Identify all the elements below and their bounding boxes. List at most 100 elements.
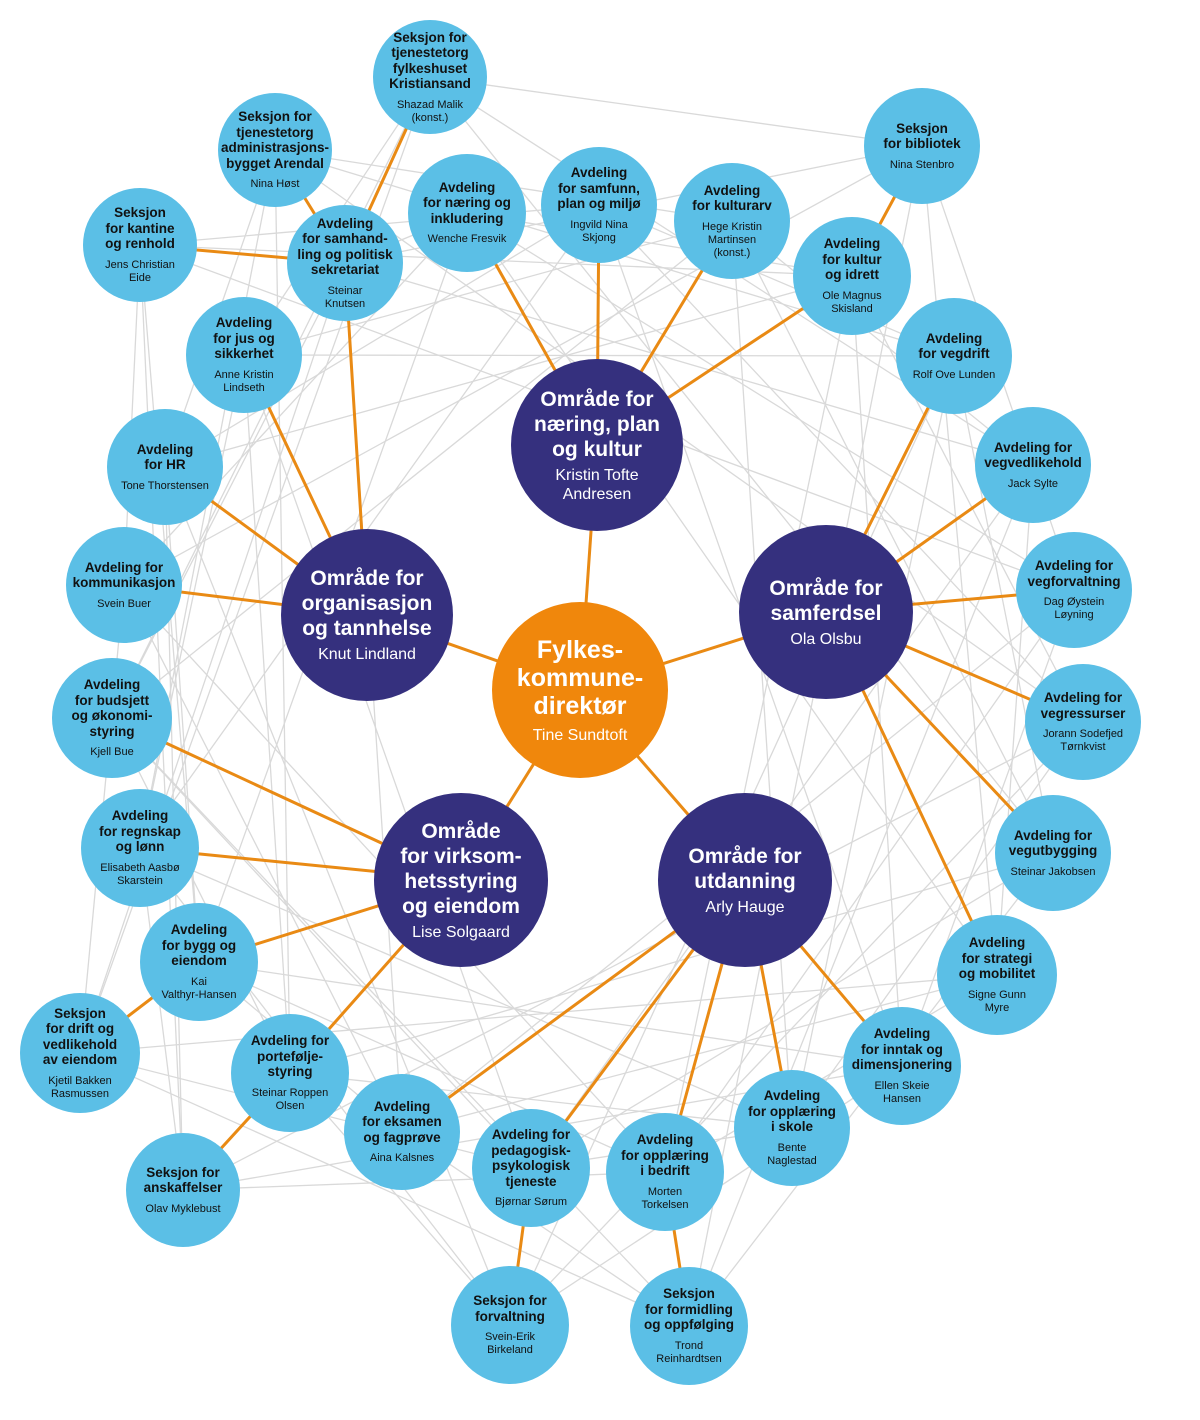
- unit-title: Seksjon for tjenestetorg administrasjons…: [220, 109, 330, 171]
- leader-name: Svein-Erik Birkeland: [484, 1331, 536, 1356]
- mesh-line: [164, 466, 511, 1326]
- leader-name: Dag Øystein Løyning: [1043, 596, 1105, 621]
- leader-name: Kjetil Bakken Rasmussen: [48, 1074, 112, 1100]
- mesh-line: [111, 262, 346, 719]
- leader-name: Ola Olsbu: [790, 630, 862, 648]
- leader-name: Steinar Knutsen: [324, 284, 366, 310]
- unit-title: Område for samferdsel: [769, 576, 883, 625]
- unit-title: Avdeling for vegvedlikehold: [984, 439, 1082, 471]
- leader-name: Nina Stenbro: [889, 158, 955, 171]
- leader-name: Bjørnar Sørum: [494, 1196, 568, 1208]
- unit-title: Område for utdanning: [688, 844, 802, 893]
- unit-title: Område for næring, plan og kultur: [534, 387, 660, 461]
- leader-name: Tone Thorstensen: [121, 479, 209, 492]
- leader-name: Ingvild Nina Skjong: [570, 218, 628, 244]
- leader-name: Lise Solgaard: [412, 923, 510, 941]
- mesh-line: [164, 204, 600, 468]
- area-node-vir: Område for virksom- hetsstyring og eiend…: [374, 793, 548, 967]
- unit-node-tjf_adm: Seksjon for tjenestetorg administrasjons…: [218, 93, 332, 207]
- leader-name: Svein Buer: [97, 597, 151, 610]
- mesh-line: [851, 275, 1084, 723]
- leader-name: Jorann Sodefjed Tørnkvist: [1042, 728, 1124, 753]
- unit-title: Avdeling for strategi og mobilitet: [958, 935, 1036, 982]
- unit-node-drift: Seksjon for drift og vedlikehold av eien…: [20, 993, 140, 1113]
- mesh-line: [243, 220, 733, 356]
- leader-name: Ellen Skeie Hansen: [874, 1079, 930, 1105]
- mesh-line: [79, 262, 346, 1054]
- leader-name: Elisabeth Aasbø Skarstein: [100, 861, 180, 887]
- unit-title: Seksjon for kantine og renhold: [105, 205, 175, 252]
- mesh-line: [996, 464, 1034, 976]
- mesh-line: [921, 145, 998, 976]
- unit-title: Seksjon for bibliotek: [883, 120, 961, 152]
- unit-title: Område for organisasjon og tannhelse: [301, 567, 433, 640]
- leader-name: Steinar Jakobsen: [1010, 865, 1096, 878]
- leader-name: Olav Myklebust: [145, 1202, 221, 1215]
- unit-title: Avdeling for inntak og dimensjonering: [851, 1026, 953, 1073]
- mesh-line: [429, 76, 1054, 854]
- unit-title: Seksjon for anskaffelser: [143, 1164, 223, 1196]
- unit-title: Avdeling for budsjett og økonomi- styrin…: [71, 677, 153, 739]
- leader-name: Nina Høst: [250, 178, 300, 190]
- unit-title: Avdeling for vegforvaltning: [1027, 558, 1121, 589]
- unit-title: Seksjon for formidling og oppfølging: [644, 1286, 734, 1333]
- unit-title: Avdeling for kulturarv: [692, 182, 772, 214]
- unit-title: Avdeling for portefølje- styring: [250, 1033, 330, 1080]
- unit-title: Avdeling for bygg og eiendom: [161, 922, 237, 969]
- mesh-line: [901, 589, 1075, 1067]
- mesh-line: [344, 262, 1034, 466]
- leader-name: Aina Kalsnes: [369, 1152, 435, 1165]
- unit-title: Seksjon for tjenestetorg fylkeshuset Kri…: [389, 29, 471, 92]
- unit-title: Avdeling for eksamen og fagprøve: [362, 1098, 442, 1145]
- leader-name: Arly Hauge: [705, 898, 785, 916]
- leader-name: Ole Magnus Skisland: [822, 289, 882, 315]
- unit-title: Seksjon for forvaltning: [473, 1293, 547, 1324]
- mesh-line: [688, 464, 1034, 1327]
- leader-name: Bente Naglestad: [767, 1141, 817, 1167]
- leader-name: Kai Valthyr-Hansen: [161, 975, 237, 1001]
- leader-name: Knut Lindland: [318, 646, 416, 663]
- mesh-line: [123, 584, 403, 1133]
- leader-name: Trond Reinhardtsen: [656, 1339, 722, 1365]
- unit-title: Avdeling for vegressurser: [1040, 690, 1126, 721]
- unit-title: Avdeling for opplæring i skole: [748, 1088, 836, 1135]
- unit-node-ppt: Avdeling for pedagogisk- psykologisk tje…: [472, 1109, 590, 1227]
- leader-name: Morten Torkelsen: [641, 1185, 689, 1211]
- unit-title: Område for virksom- hetsstyring og eiend…: [400, 819, 522, 918]
- mesh-line: [466, 212, 853, 277]
- mesh-line: [243, 354, 291, 1074]
- mesh-line: [243, 354, 532, 1169]
- mesh-line: [164, 275, 853, 468]
- leader-name: Jack Sylte: [1007, 477, 1059, 490]
- leader-name: Anne Kristin Lindseth: [214, 368, 274, 394]
- leader-name: Shazad Malik (konst.): [396, 98, 464, 124]
- unit-title: Avdeling for kultur og idrett: [822, 236, 882, 283]
- leader-name: Kjell Bue: [90, 746, 134, 758]
- mesh-line: [123, 212, 468, 586]
- mesh-line: [664, 589, 1075, 1173]
- unit-title: Avdeling for HR: [136, 441, 194, 473]
- leader-name: Kristin Tofte Andresen: [555, 466, 639, 503]
- unit-node-tjf_krs: Seksjon for tjenestetorg fylkeshuset Kri…: [373, 20, 487, 134]
- unit-title: Avdeling for kommunikasjon: [72, 559, 176, 591]
- leader-name: Wenche Fresvik: [427, 233, 507, 246]
- mesh-line: [688, 145, 923, 1327]
